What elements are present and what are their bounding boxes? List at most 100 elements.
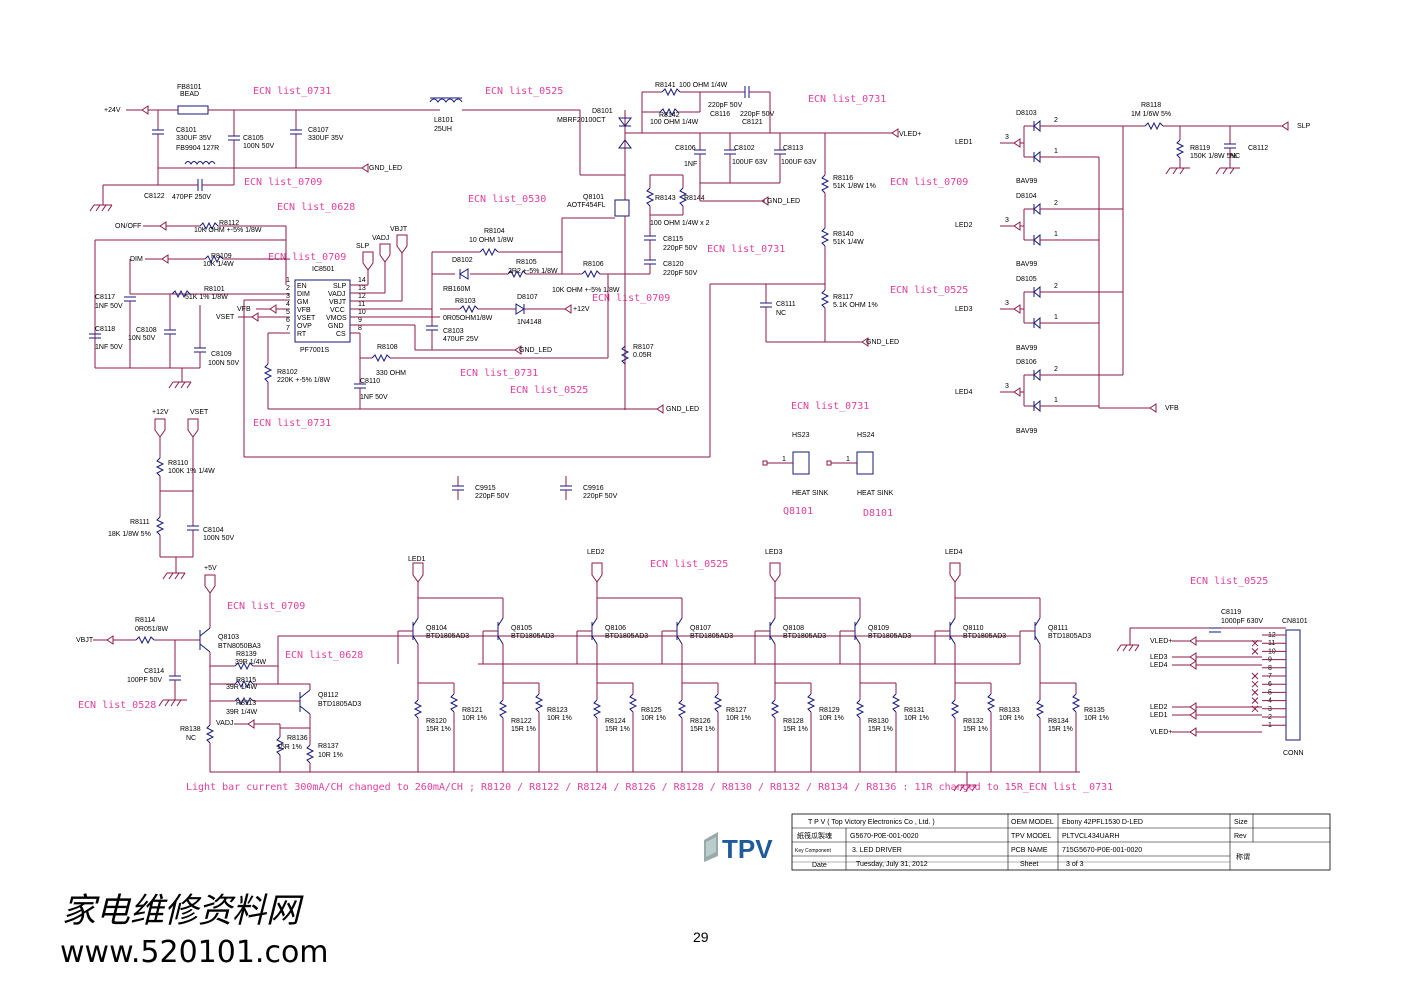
svg-text:1NF: 1NF bbox=[684, 161, 697, 168]
svg-text:G5670-P0E-001-0020: G5670-P0E-001-0020 bbox=[850, 833, 919, 840]
svg-text:C8113: C8113 bbox=[783, 145, 803, 152]
transistor-label: Q8107 bbox=[690, 625, 711, 632]
svg-text:+12V: +12V bbox=[152, 409, 169, 416]
svg-text:R8110: R8110 bbox=[168, 460, 188, 467]
svg-text:1: 1 bbox=[1054, 314, 1058, 321]
ecn-note: ECN list_0709 bbox=[244, 177, 322, 188]
svg-text:BTD1805AD3: BTD1805AD3 bbox=[511, 633, 554, 640]
svg-text:www.520101.com: www.520101.com bbox=[60, 935, 329, 970]
svg-text:R8104: R8104 bbox=[484, 228, 505, 235]
resistor-symbol bbox=[135, 635, 155, 645]
connector-net-label: LED3 bbox=[1150, 654, 1168, 661]
svg-text:AOTF454FL: AOTF454FL bbox=[567, 202, 606, 209]
ic8501 bbox=[294, 279, 351, 343]
svg-text:C8102: C8102 bbox=[734, 145, 755, 152]
svg-text:C8112: C8112 bbox=[1248, 145, 1268, 152]
svg-text:330UF 35V: 330UF 35V bbox=[176, 135, 212, 142]
resistor-symbol bbox=[986, 693, 996, 713]
svg-text:3. LED DRIVER: 3. LED DRIVER bbox=[852, 847, 902, 854]
ecn-note: ECN list_0525 bbox=[890, 285, 968, 296]
svg-text:4: 4 bbox=[286, 301, 290, 308]
connector-net-label: LED4 bbox=[1150, 662, 1168, 669]
svg-text:R8103: R8103 bbox=[455, 298, 476, 305]
svg-text:51K 1/8W 1%: 51K 1/8W 1% bbox=[833, 183, 876, 190]
port-arrow bbox=[1000, 138, 1021, 148]
resistor-symbol bbox=[479, 247, 499, 257]
port-arrow bbox=[154, 418, 166, 438]
svg-text:1: 1 bbox=[286, 277, 290, 284]
svg-text:R8112: R8112 bbox=[219, 220, 239, 227]
connector-body bbox=[1285, 629, 1301, 741]
svg-text:R8115: R8115 bbox=[236, 677, 256, 684]
svg-text:RT: RT bbox=[297, 331, 307, 338]
ecn-note: ECN list_0709 bbox=[592, 293, 670, 304]
svg-text:1: 1 bbox=[1054, 231, 1058, 238]
svg-text:220pF 50V: 220pF 50V bbox=[740, 111, 775, 118]
port-arrow bbox=[591, 562, 603, 583]
port-arrow bbox=[875, 128, 899, 138]
svg-text:8: 8 bbox=[358, 325, 362, 332]
mosfet-section: Q8101 AOTF454FL R8143 R8144 100 OHM 1/4W… bbox=[561, 174, 800, 414]
svg-text:BEAD: BEAD bbox=[180, 91, 199, 98]
port-arrow bbox=[345, 163, 369, 173]
svg-text:GND_LED: GND_LED bbox=[767, 198, 800, 205]
svg-text:FB9904 127R: FB9904 127R bbox=[176, 145, 219, 152]
led-net-label: LED2 bbox=[587, 549, 605, 556]
transistor-label: Q8106 bbox=[605, 625, 626, 632]
resistor-symbol bbox=[581, 269, 601, 279]
svg-text:D8101: D8101 bbox=[592, 108, 613, 115]
power-input-section: +24V FB8101 BEAD L8101 25UH C8101 330UF … bbox=[89, 84, 625, 212]
diode-symbol bbox=[1033, 368, 1041, 382]
svg-text:D8106: D8106 bbox=[1016, 359, 1037, 366]
svg-text:NC: NC bbox=[776, 310, 786, 317]
transistor-label: Q8110 bbox=[963, 625, 984, 632]
svg-text:2R2 +-5% 1/8W: 2R2 +-5% 1/8W bbox=[508, 268, 558, 275]
svg-text:VADJ: VADJ bbox=[216, 720, 233, 727]
svg-text:Sheet: Sheet bbox=[1020, 861, 1038, 868]
ecn-note: ECN list_0709 bbox=[890, 177, 968, 188]
vset-divider: +12V VSET R8110 100K 1% 1/4W C8104 100N … bbox=[108, 409, 234, 580]
svg-text:10: 10 bbox=[358, 309, 366, 316]
diode-symbol bbox=[618, 117, 632, 127]
svg-text:HEAT SINK: HEAT SINK bbox=[857, 490, 894, 497]
svg-text:9: 9 bbox=[358, 317, 362, 324]
svg-text:C8105: C8105 bbox=[243, 135, 264, 142]
svg-text:GM: GM bbox=[297, 299, 308, 306]
svg-text:470PF 250V: 470PF 250V bbox=[172, 194, 211, 201]
resistor-symbol bbox=[820, 289, 830, 309]
svg-text:R8131: R8131 bbox=[904, 707, 925, 714]
svg-text:C8110: C8110 bbox=[360, 378, 380, 385]
resistor-symbol bbox=[678, 187, 688, 207]
svg-text:D8103: D8103 bbox=[1016, 110, 1037, 117]
diode-symbol bbox=[1033, 202, 1041, 216]
svg-text:C8108: C8108 bbox=[136, 327, 157, 334]
resistor-symbol bbox=[659, 107, 679, 117]
svg-text:R8111: R8111 bbox=[130, 519, 150, 526]
svg-text:C9916: C9916 bbox=[583, 485, 604, 492]
svg-text:GND_LED: GND_LED bbox=[866, 339, 899, 346]
svg-text:R8106: R8106 bbox=[583, 261, 604, 268]
svg-text:紙筏瓜製魂: 紙筏瓜製魂 bbox=[797, 831, 832, 840]
svg-text:6: 6 bbox=[286, 317, 290, 324]
svg-text:10R 1%: 10R 1% bbox=[547, 715, 572, 722]
svg-text:R8123: R8123 bbox=[547, 707, 568, 714]
svg-text:C8114: C8114 bbox=[144, 668, 164, 675]
connector-net-label: LED1 bbox=[1150, 712, 1168, 719]
svg-text:R8101: R8101 bbox=[204, 286, 225, 293]
resistor-symbol bbox=[713, 693, 723, 713]
port-arrow bbox=[1000, 304, 1021, 314]
ecn-note: ECN list_0709 bbox=[268, 252, 346, 263]
svg-text:R8109: R8109 bbox=[211, 253, 232, 260]
svg-text:C8115: C8115 bbox=[663, 236, 683, 243]
ecn-note: ECN list_0628 bbox=[285, 650, 363, 661]
svg-text:RB160M: RB160M bbox=[443, 286, 470, 293]
svg-text:R8113: R8113 bbox=[236, 700, 256, 707]
svg-text:MBRF20100CT: MBRF20100CT bbox=[557, 117, 606, 124]
svg-text:称谓: 称谓 bbox=[1236, 852, 1250, 861]
resistor-symbol bbox=[950, 699, 960, 719]
svg-text:EN: EN bbox=[297, 283, 307, 290]
transistor-label: Q8109 bbox=[868, 625, 889, 632]
svg-text:15R 1%: 15R 1% bbox=[426, 726, 451, 733]
heatsink-hs23 bbox=[792, 451, 810, 475]
